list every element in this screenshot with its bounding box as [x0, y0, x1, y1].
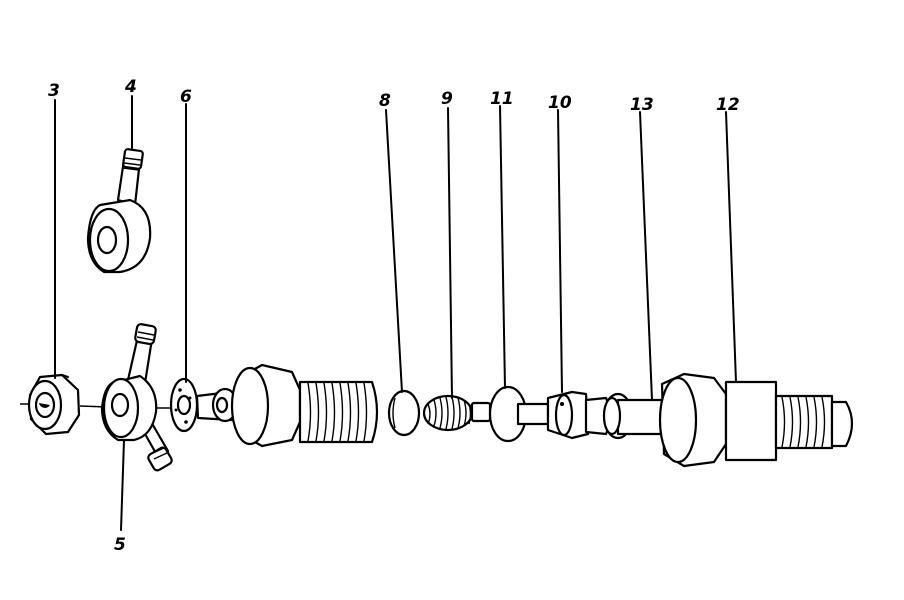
callout-8: 8 — [379, 91, 391, 111]
callout-5: 5 — [114, 535, 126, 555]
part-11-spool — [488, 385, 550, 443]
callout-6: 6 — [180, 87, 192, 107]
callout-3: 3 — [48, 81, 60, 101]
callout-labels: 3 4 6 8 9 11 10 13 12 5 — [48, 77, 740, 555]
valve-body-left — [195, 363, 379, 448]
leader-lines — [54, 95, 737, 531]
part-6-washer — [169, 377, 199, 433]
thread-lines-left — [307, 382, 368, 442]
part-10-collar — [546, 390, 612, 440]
part-12-valve-body — [658, 372, 854, 468]
part-9-spring — [422, 394, 492, 432]
part-8-disc — [387, 389, 421, 437]
thread-lines-right — [781, 396, 826, 448]
part-4-banjo-fitting — [86, 148, 152, 274]
callout-11: 11 — [490, 89, 514, 109]
part-5-double-banjo-fitting — [100, 323, 173, 472]
part-3-hex-nut — [27, 373, 81, 436]
callout-9: 9 — [441, 89, 453, 109]
callout-13: 13 — [630, 95, 654, 115]
callout-10: 10 — [548, 93, 572, 113]
callout-4: 4 — [124, 77, 137, 97]
callout-12: 12 — [716, 95, 740, 115]
